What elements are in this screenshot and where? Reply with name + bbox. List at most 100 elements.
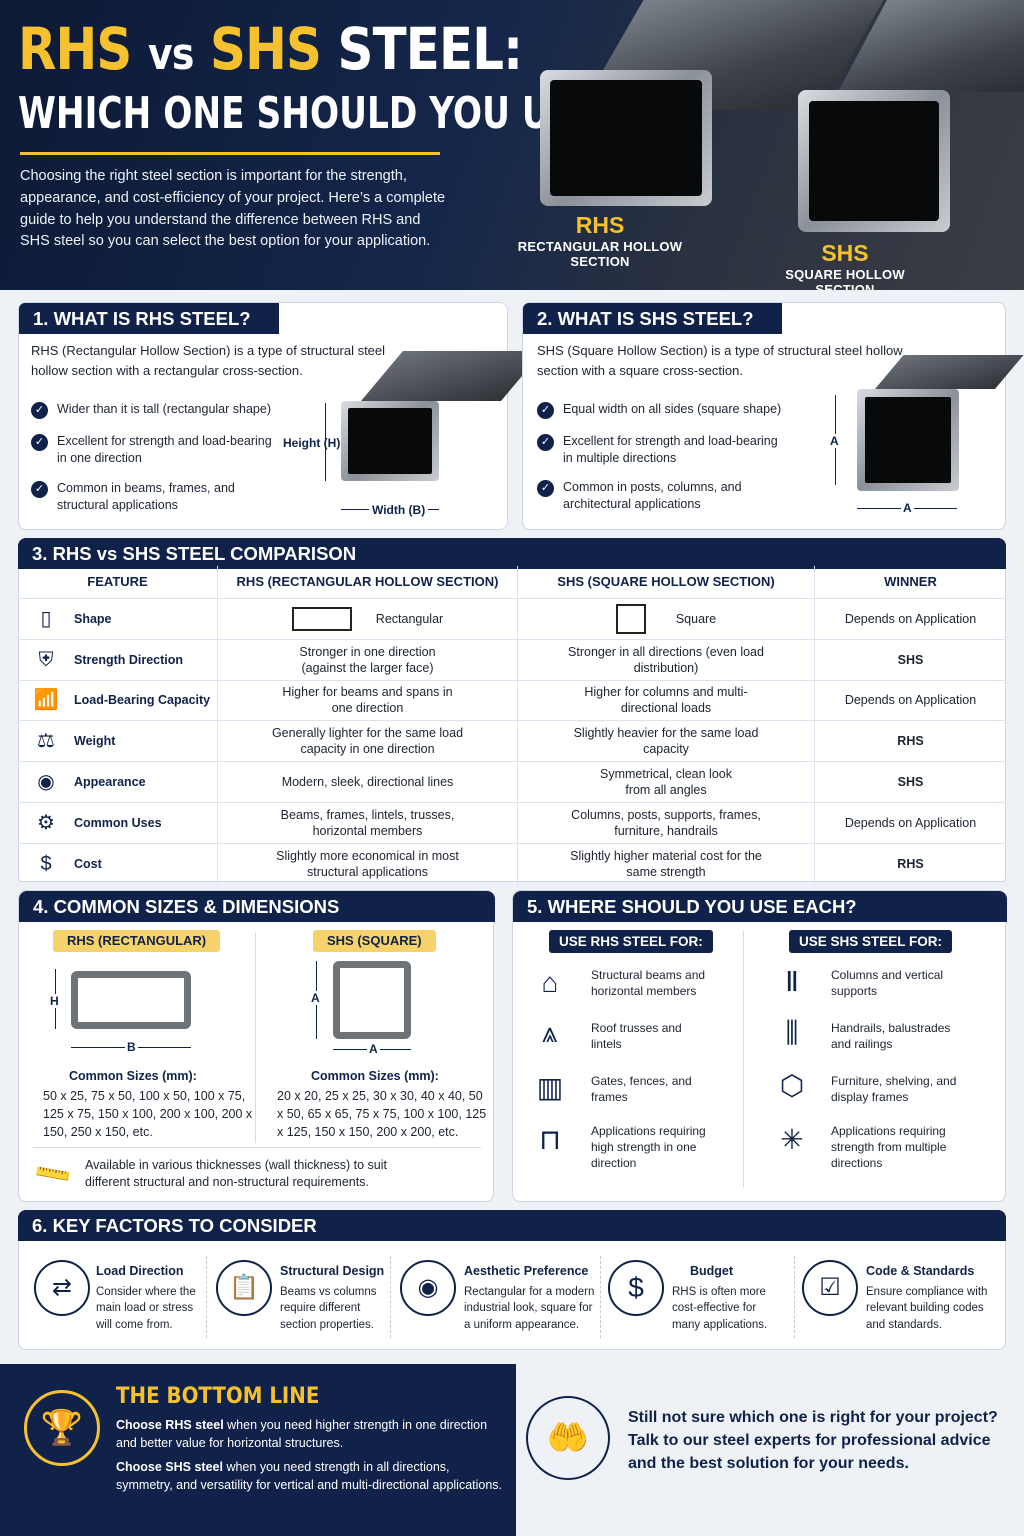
bottom-line-panel: 🏆 THE BOTTOM LINE Choose RHS steel when … bbox=[0, 1364, 516, 1536]
shs-use-4: Applications requiring strength from mul… bbox=[831, 1124, 947, 1170]
comparison-table: FEATURE RHS (RECTANGULAR HOLLOW SECTION)… bbox=[18, 566, 1006, 885]
shs-point-3: ✓Common in posts, columns, and architect… bbox=[537, 479, 777, 513]
check-icon: ✓ bbox=[31, 402, 48, 419]
shs-description: SHS (Square Hollow Section) is a type of… bbox=[537, 343, 903, 378]
rhs-use-1: Structural beams and horizontal members bbox=[591, 968, 706, 998]
eye-icon: ◉ bbox=[37, 771, 55, 794]
expert-cta-text[interactable]: Still not sure which one is right for yo… bbox=[628, 1409, 998, 1472]
title-underline bbox=[20, 152, 440, 155]
column-divider bbox=[255, 933, 256, 1143]
factor-divider bbox=[794, 1256, 795, 1338]
rhs-description: RHS (Rectangular Hollow Section) is a ty… bbox=[31, 343, 386, 378]
cube-icon: ⬡ bbox=[779, 1070, 805, 1101]
table-row: ◉Appearance Modern, sleek, directional l… bbox=[18, 762, 1006, 803]
hand-tube-icon: 🤲 bbox=[526, 1396, 610, 1480]
scale-icon: ⚖ bbox=[37, 730, 55, 753]
rhs-h-label: H bbox=[50, 994, 59, 1008]
eye-icon: ◉ bbox=[400, 1260, 456, 1316]
ruler-icon: 📏 bbox=[31, 1152, 75, 1196]
shs-use-2: Handrails, balustrades and railings bbox=[831, 1021, 951, 1051]
trophy-icon: 🏆 bbox=[24, 1390, 100, 1466]
table-header: FEATURE RHS (RECTANGULAR HOLLOW SECTION)… bbox=[18, 566, 1006, 599]
shs-section-diagram bbox=[857, 355, 1024, 495]
rhs-sizes-list: 50 x 25, 75 x 50, 100 x 50, 100 x 75, 12… bbox=[43, 1089, 253, 1139]
header-rhs: RHS (RECTANGULAR HOLLOW SECTION) bbox=[218, 566, 518, 598]
rhs-point-1: ✓Wider than it is tall (rectangular shap… bbox=[31, 401, 281, 419]
table-row: ▯Shape Rectangular Square Depends on App… bbox=[18, 599, 1006, 640]
rhs-size-pill: RHS (RECTANGULAR) bbox=[53, 930, 221, 952]
width-label: Width (B) bbox=[369, 503, 429, 517]
section-6-title: 6. KEY FACTORS TO CONSIDER bbox=[18, 1210, 1006, 1241]
expert-cta-panel: 🤲 Still not sure which one is right for … bbox=[516, 1380, 1024, 1536]
factor-divider bbox=[206, 1256, 207, 1338]
rhs-b-label: B bbox=[125, 1040, 138, 1054]
shs-a-horizontal-label: A bbox=[367, 1042, 380, 1056]
section-shs-card: 2. WHAT IS SHS STEEL? SHS (Square Hollow… bbox=[522, 302, 1024, 530]
thickness-note: Available in various thicknesses (wall t… bbox=[85, 1158, 387, 1189]
shs-a-vertical-label: A bbox=[311, 991, 320, 1005]
page-subtitle: WHICH ONE SHOULD YOU USE? bbox=[18, 88, 618, 139]
rhs-section-diagram bbox=[341, 351, 543, 481]
rhs-use-4: Applications requiring high strength in … bbox=[591, 1124, 706, 1170]
page-title: RHS vs SHS STEEL: bbox=[18, 15, 523, 83]
rectangle-shape-icon bbox=[291, 606, 352, 631]
shs-sizes-list: 20 x 20, 25 x 25, 30 x 30, 40 x 40, 50 x… bbox=[277, 1089, 487, 1139]
divider bbox=[33, 1147, 481, 1148]
shs-sizes-heading: Common Sizes (mm): bbox=[311, 1069, 439, 1083]
dollar-icon: $ bbox=[40, 853, 52, 876]
shs-point-2: ✓Excellent for strength and load-bearing… bbox=[537, 433, 787, 467]
table-row: ⛨Strength Direction Stronger in one dire… bbox=[18, 639, 1006, 681]
dollar-icon: $ bbox=[608, 1260, 664, 1316]
gear-icon: ⚙ bbox=[37, 811, 55, 834]
shs-use-1: Columns and vertical supports bbox=[831, 968, 944, 998]
section-5-title: 5. WHERE SHOULD YOU USE EACH? bbox=[513, 891, 1007, 922]
table-row: ⚙Common Uses Beams, frames, lintels, tru… bbox=[18, 802, 1006, 844]
column-icon: Ⅱ bbox=[785, 966, 799, 997]
bottom-line-rhs: Choose RHS steel when you need higher st… bbox=[116, 1418, 488, 1450]
bench-icon: ⊓ bbox=[539, 1124, 561, 1155]
bottom-line-shs: Choose SHS steel when you need strength … bbox=[116, 1460, 503, 1492]
fence-icon: ▥ bbox=[536, 1072, 564, 1103]
factor-divider bbox=[390, 1256, 391, 1338]
building-frame-icon: ⌂ bbox=[541, 967, 559, 998]
checklist-icon: ☑ bbox=[802, 1260, 858, 1316]
height-label: Height (H) bbox=[283, 436, 341, 450]
section-uses-card: 5. WHERE SHOULD YOU USE EACH? USE RHS ST… bbox=[512, 890, 1007, 1202]
section-1-title: 1. WHAT IS RHS STEEL? bbox=[19, 303, 279, 334]
rhs-tube-image bbox=[540, 0, 884, 230]
check-icon: ✓ bbox=[31, 434, 48, 451]
column-divider bbox=[743, 931, 744, 1187]
bar-chart-icon: 📶 bbox=[33, 689, 59, 712]
square-shape-icon bbox=[615, 603, 646, 634]
multi-direction-arrows-icon: ✳ bbox=[780, 1124, 804, 1155]
header-winner: WINNER bbox=[884, 574, 937, 589]
intro-text: Choosing the right steel section is impo… bbox=[20, 168, 446, 250]
section-4-title: 4. COMMON SIZES & DIMENSIONS bbox=[19, 891, 495, 922]
header-feature: FEATURE bbox=[18, 566, 218, 598]
clipboard-icon: 📋 bbox=[216, 1260, 272, 1316]
shs-tube-image bbox=[798, 0, 1024, 250]
shs-use-heading: USE SHS STEEL FOR: bbox=[789, 930, 953, 953]
shield-icon: ⛨ bbox=[38, 648, 54, 671]
rhs-rectangle-diagram bbox=[71, 971, 191, 1029]
section-sizes-card: 4. COMMON SIZES & DIMENSIONS RHS (RECTAN… bbox=[18, 890, 495, 1202]
rhs-sizes-heading: Common Sizes (mm): bbox=[69, 1069, 197, 1083]
check-icon: ✓ bbox=[31, 481, 48, 498]
rhs-use-2: Roof trusses and lintels bbox=[591, 1021, 682, 1051]
shs-use-3: Furniture, shelving, and display frames bbox=[831, 1074, 957, 1104]
table-row: ⚖Weight Generally lighter for the same l… bbox=[18, 721, 1006, 763]
rhs-use-3: Gates, fences, and frames bbox=[591, 1074, 692, 1104]
check-icon: ✓ bbox=[537, 434, 554, 451]
height-dimension-line bbox=[325, 403, 326, 481]
side-a-label: A bbox=[830, 434, 839, 448]
shs-size-pill: SHS (SQUARE) bbox=[313, 930, 436, 952]
check-icon: ✓ bbox=[537, 402, 554, 419]
shs-point-1: ✓Equal width on all sides (square shape) bbox=[537, 401, 797, 419]
section-rhs-card: 1. WHAT IS RHS STEEL? RHS (Rectangular H… bbox=[18, 302, 543, 530]
factor-divider bbox=[600, 1256, 601, 1338]
rhs-use-heading: USE RHS STEEL FOR: bbox=[549, 930, 713, 953]
section-3-title: 3. RHS vs SHS STEEL COMPARISON bbox=[18, 538, 1006, 569]
phone-shape-icon: ▯ bbox=[40, 607, 52, 630]
